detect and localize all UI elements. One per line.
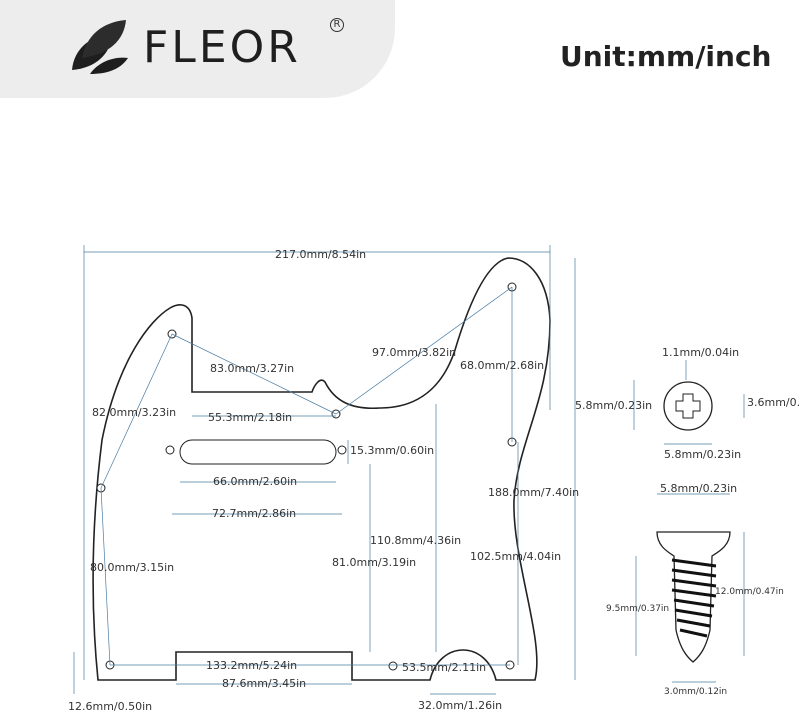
screw-hole — [337, 445, 347, 455]
brand-panel — [0, 0, 395, 98]
hole-left-top-diag-label: 83.0mm/3.27in — [210, 362, 294, 375]
bottom-offset-label: 12.6mm/0.50in — [68, 700, 152, 713]
screw-side-view — [656, 531, 731, 663]
pickup-hole-spacing-label: 72.7mm/2.86in — [212, 507, 296, 520]
neck-to-notch-height-label: 110.8mm/4.36in — [370, 534, 461, 547]
bottom-hole-spacing-label: 133.2mm/5.24in — [206, 659, 297, 672]
brand-name: FLEOR — [143, 22, 301, 73]
head-height-label: 5.8mm/0.23in — [575, 399, 652, 412]
thread-length-label: 9.5mm/0.37in — [606, 604, 669, 614]
registered-mark: R — [330, 18, 344, 32]
left-hole-spacing-label: 82.0mm/3.23in — [92, 406, 176, 419]
screw-head-width-label: 5.8mm/0.23in — [660, 482, 737, 495]
bottom-cutout-width-label: 87.6mm/3.45in — [222, 677, 306, 690]
slot-width-label: 1.1mm/0.04in — [662, 346, 739, 359]
screw-hole — [388, 661, 398, 671]
unit-label: Unit:mm/inch — [560, 40, 772, 73]
pickup-to-bottom-label: 81.0mm/3.19in — [332, 556, 416, 569]
pickguard-outline — [92, 257, 551, 681]
leaf-logo-icon — [72, 20, 128, 74]
total-length-label: 12.0mm/0.47in — [715, 587, 784, 597]
screw-hole — [165, 445, 175, 455]
pickup-length-label: 66.0mm/2.60in — [213, 475, 297, 488]
pickup-slot — [179, 439, 337, 465]
bottom-hole-right-label: 53.5mm/2.11in — [402, 661, 486, 674]
arc-cutout-width-label: 32.0mm/1.26in — [418, 699, 502, 712]
pickup-height-label: 15.3mm/0.60in — [350, 444, 434, 457]
shank-width-label: 3.0mm/0.12in — [664, 687, 727, 697]
overall-width-label: 217.0mm/8.54in — [275, 248, 366, 261]
hole-right-top-diag-label: 97.0mm/3.82in — [372, 346, 456, 359]
right-hole-spacing-label: 68.0mm/2.68in — [460, 359, 544, 372]
right-hole-to-bottom-label: 102.5mm/4.04in — [470, 550, 561, 563]
overall-height-label: 188.0mm/7.40in — [488, 486, 579, 499]
notch-offset-label: 55.3mm/2.18in — [208, 411, 292, 424]
head-diameter-label: 5.8mm/0.23in — [664, 448, 741, 461]
slot-length-label: 3.6mm/0.14in — [747, 396, 800, 409]
left-lower-spacing-label: 80.0mm/3.15in — [90, 561, 174, 574]
screw-thread — [671, 558, 717, 638]
cross-slot-icon — [675, 393, 701, 419]
